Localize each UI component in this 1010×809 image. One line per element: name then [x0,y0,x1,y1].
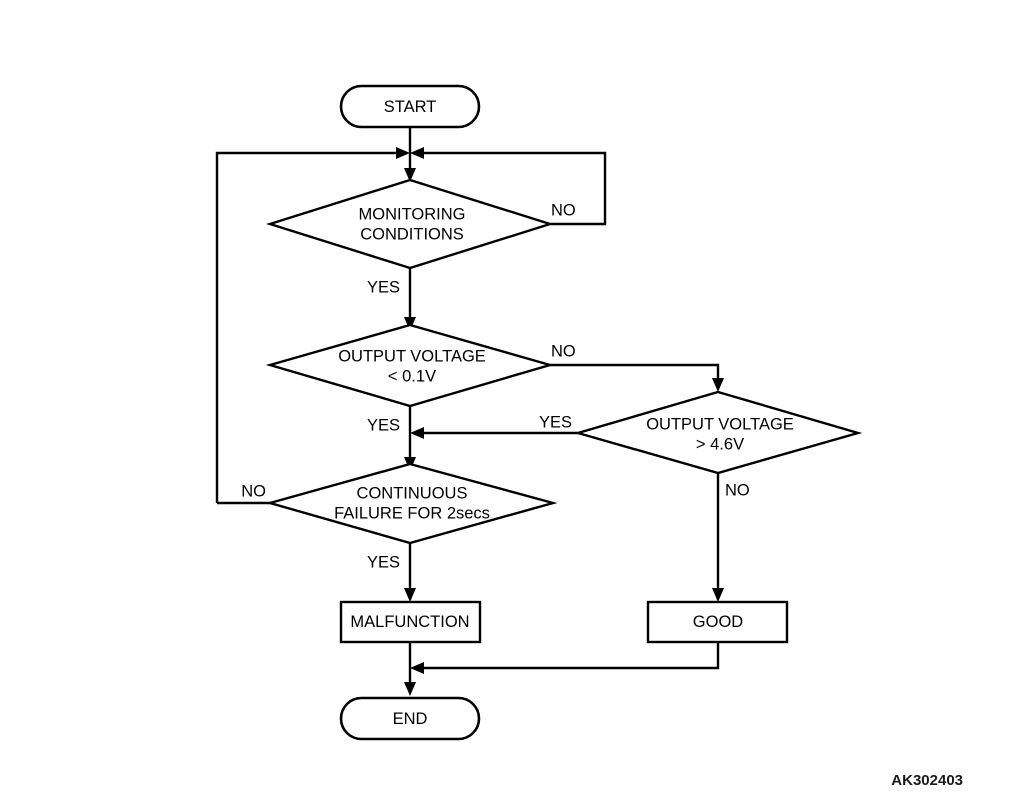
node-continuous-failure: CONTINUOUS FAILURE FOR 2secs [265,462,558,545]
edge-feedback-loop-left [215,147,410,503]
edge-continuous-yes [404,543,416,602]
node-monitoring-conditions: MONITORING CONDITIONS [265,178,555,270]
node-malfunction: MALFUNCTION [339,600,482,644]
node-output-high-label-line1: OUTPUT VOLTAGE [646,415,794,433]
node-good-label: GOOD [693,613,744,631]
node-end: END [339,696,481,741]
node-output-voltage-low: OUTPUT VOLTAGE < 0.1V [265,323,555,408]
node-start: START [339,84,481,129]
node-monitoring-label-line2: CONDITIONS [360,225,464,243]
node-monitoring-label-line1: MONITORING [359,205,466,223]
edge-monitoring-no-loop [410,147,607,226]
node-output-low-label-line2: < 0.1V [388,367,436,385]
node-continuous-label-line2: FAILURE FOR 2secs [334,504,490,522]
node-malfunction-label: MALFUNCTION [350,613,469,631]
edge-output-high-no [712,473,724,602]
edge-output-low-yes [404,406,416,471]
edge-label-continuous-yes: YES [367,553,400,571]
edge-output-high-yes [410,427,578,439]
node-start-label: START [384,98,437,116]
node-output-high-label-line2: > 4.6V [696,435,744,453]
edge-start-to-merge [404,126,416,182]
node-output-low-label-line1: OUTPUT VOLTAGE [338,347,486,365]
node-continuous-label-line1: CONTINUOUS [357,484,468,502]
edge-monitoring-yes [404,268,416,331]
edge-malfunction-to-end [404,642,416,696]
edge-label-monitoring-no: NO [551,201,576,219]
edge-label-output-high-yes: YES [539,413,572,431]
edge-output-low-no [550,363,724,392]
edge-label-continuous-no: NO [241,482,266,500]
node-good: GOOD [646,600,789,644]
edge-label-monitoring-yes: YES [367,278,400,296]
node-end-label: END [393,710,428,728]
edge-label-output-low-no: NO [551,342,576,360]
edge-good-to-end-join [410,642,720,674]
edge-label-output-high-no: NO [725,481,750,499]
watermark-code: AK302403 [891,772,963,789]
edge-label-output-low-yes: YES [367,416,400,434]
node-output-voltage-high: OUTPUT VOLTAGE > 4.6V [573,390,863,475]
